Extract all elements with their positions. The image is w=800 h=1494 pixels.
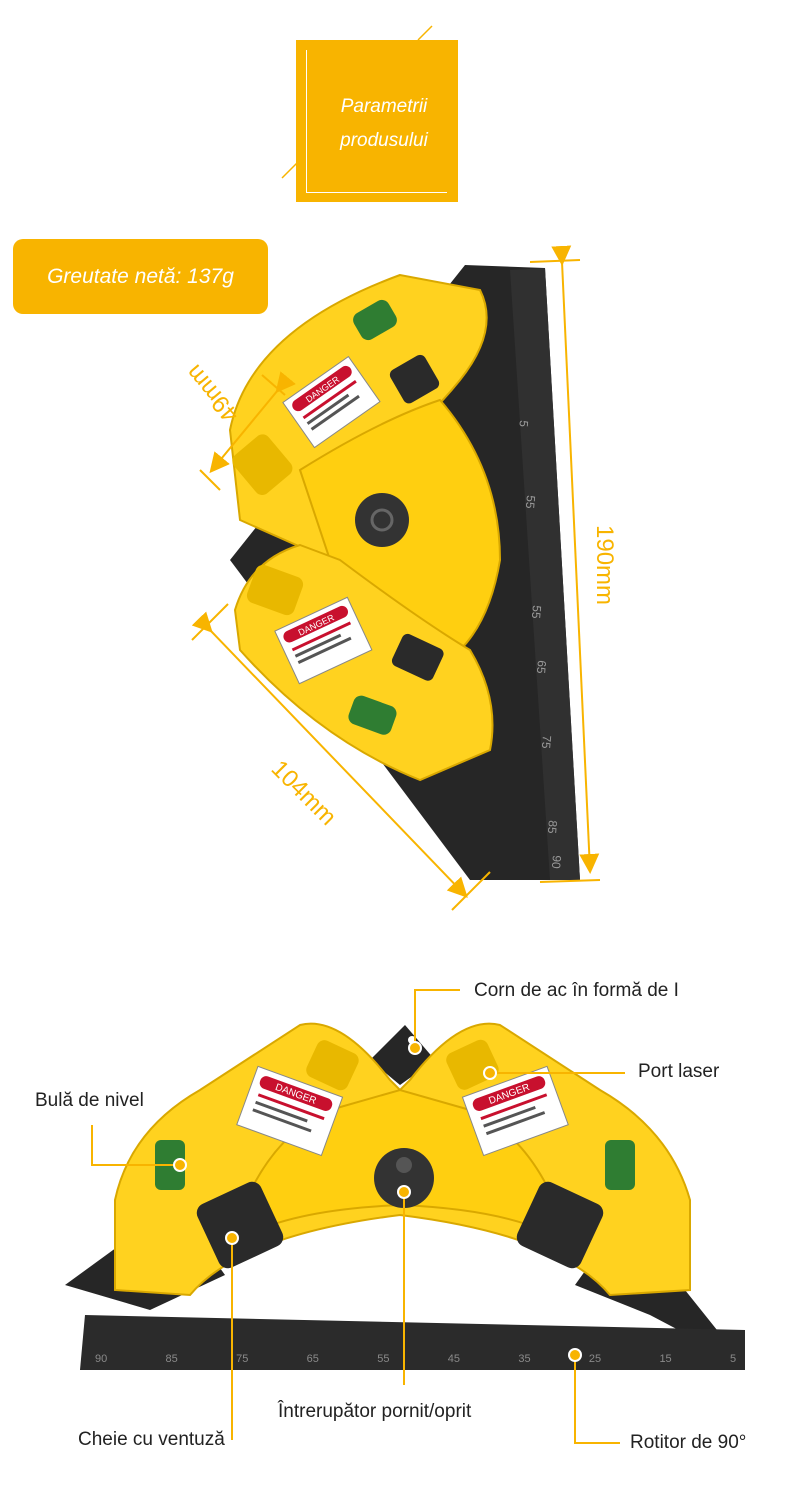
dimension-height-label: 190mm xyxy=(591,525,618,605)
ruler-tick-label: 85 xyxy=(166,1353,178,1365)
section-title-line1: Parametrii xyxy=(340,96,428,117)
section-title-line2: produsului xyxy=(340,130,428,151)
ruler-tick-label: 65 xyxy=(307,1353,319,1365)
svg-text:55: 55 xyxy=(529,605,544,620)
dimension-width-label: 49mm xyxy=(181,359,245,427)
ruler-bar-front xyxy=(80,1315,745,1370)
callout-rotator: Rotitor de 90° xyxy=(630,1432,747,1453)
svg-text:5: 5 xyxy=(516,420,531,428)
product-front-view: 90 85 75 65 55 45 35 25 15 5 DANGER DANGER xyxy=(65,1022,745,1370)
danger-label-left: DANGER xyxy=(236,1065,344,1157)
ruler-tick-label: 90 xyxy=(95,1353,107,1365)
callout-needle-horn: Corn de ac în formă de I xyxy=(474,980,679,1001)
svg-text:90: 90 xyxy=(549,855,564,870)
dimension-length-label: 104mm xyxy=(266,755,342,831)
callout-power-switch: Întrerupător pornit/oprit xyxy=(278,1401,472,1422)
suction-knob-left xyxy=(196,1181,284,1269)
ruler-tick-label: 55 xyxy=(377,1353,389,1365)
ruler-tick-label: 75 xyxy=(236,1353,248,1365)
power-button-front xyxy=(374,1148,434,1208)
svg-text:55: 55 xyxy=(523,495,538,510)
net-weight-badge: Greutate netă: 137g xyxy=(13,239,268,314)
power-button-top xyxy=(355,493,409,547)
ruler-tick-label: 35 xyxy=(518,1353,530,1365)
ruler-tick-label: 15 xyxy=(659,1353,671,1365)
section-title: Parametrii produsului xyxy=(314,90,454,158)
ruler-tick-label: 45 xyxy=(448,1353,460,1365)
ruler-tick-labels: 90 85 75 65 55 45 35 25 15 5 xyxy=(95,1353,736,1365)
level-vial-top-1 xyxy=(353,299,397,341)
svg-text:75: 75 xyxy=(539,735,554,750)
section-title-box: Parametrii produsului xyxy=(296,40,458,202)
svg-text:65: 65 xyxy=(534,660,549,675)
callout-level-bubble: Bulă de nivel xyxy=(35,1090,144,1111)
danger-label-upper: DANGER xyxy=(282,355,381,449)
callout-laser-port: Port laser xyxy=(638,1061,720,1082)
level-vial-right xyxy=(605,1140,635,1190)
svg-text:85: 85 xyxy=(545,820,560,835)
callout-lines xyxy=(91,989,625,1444)
suction-knob-right xyxy=(516,1181,604,1269)
callout-suction-key: Cheie cu ventuză xyxy=(78,1429,225,1450)
danger-label-right: DANGER xyxy=(461,1065,569,1157)
ruler-tick-label: 5 xyxy=(730,1353,736,1365)
callout-dots xyxy=(173,1041,582,1362)
dimension-lines xyxy=(191,245,601,911)
ruler-tick-label: 25 xyxy=(589,1353,601,1365)
title-frame xyxy=(306,50,447,193)
